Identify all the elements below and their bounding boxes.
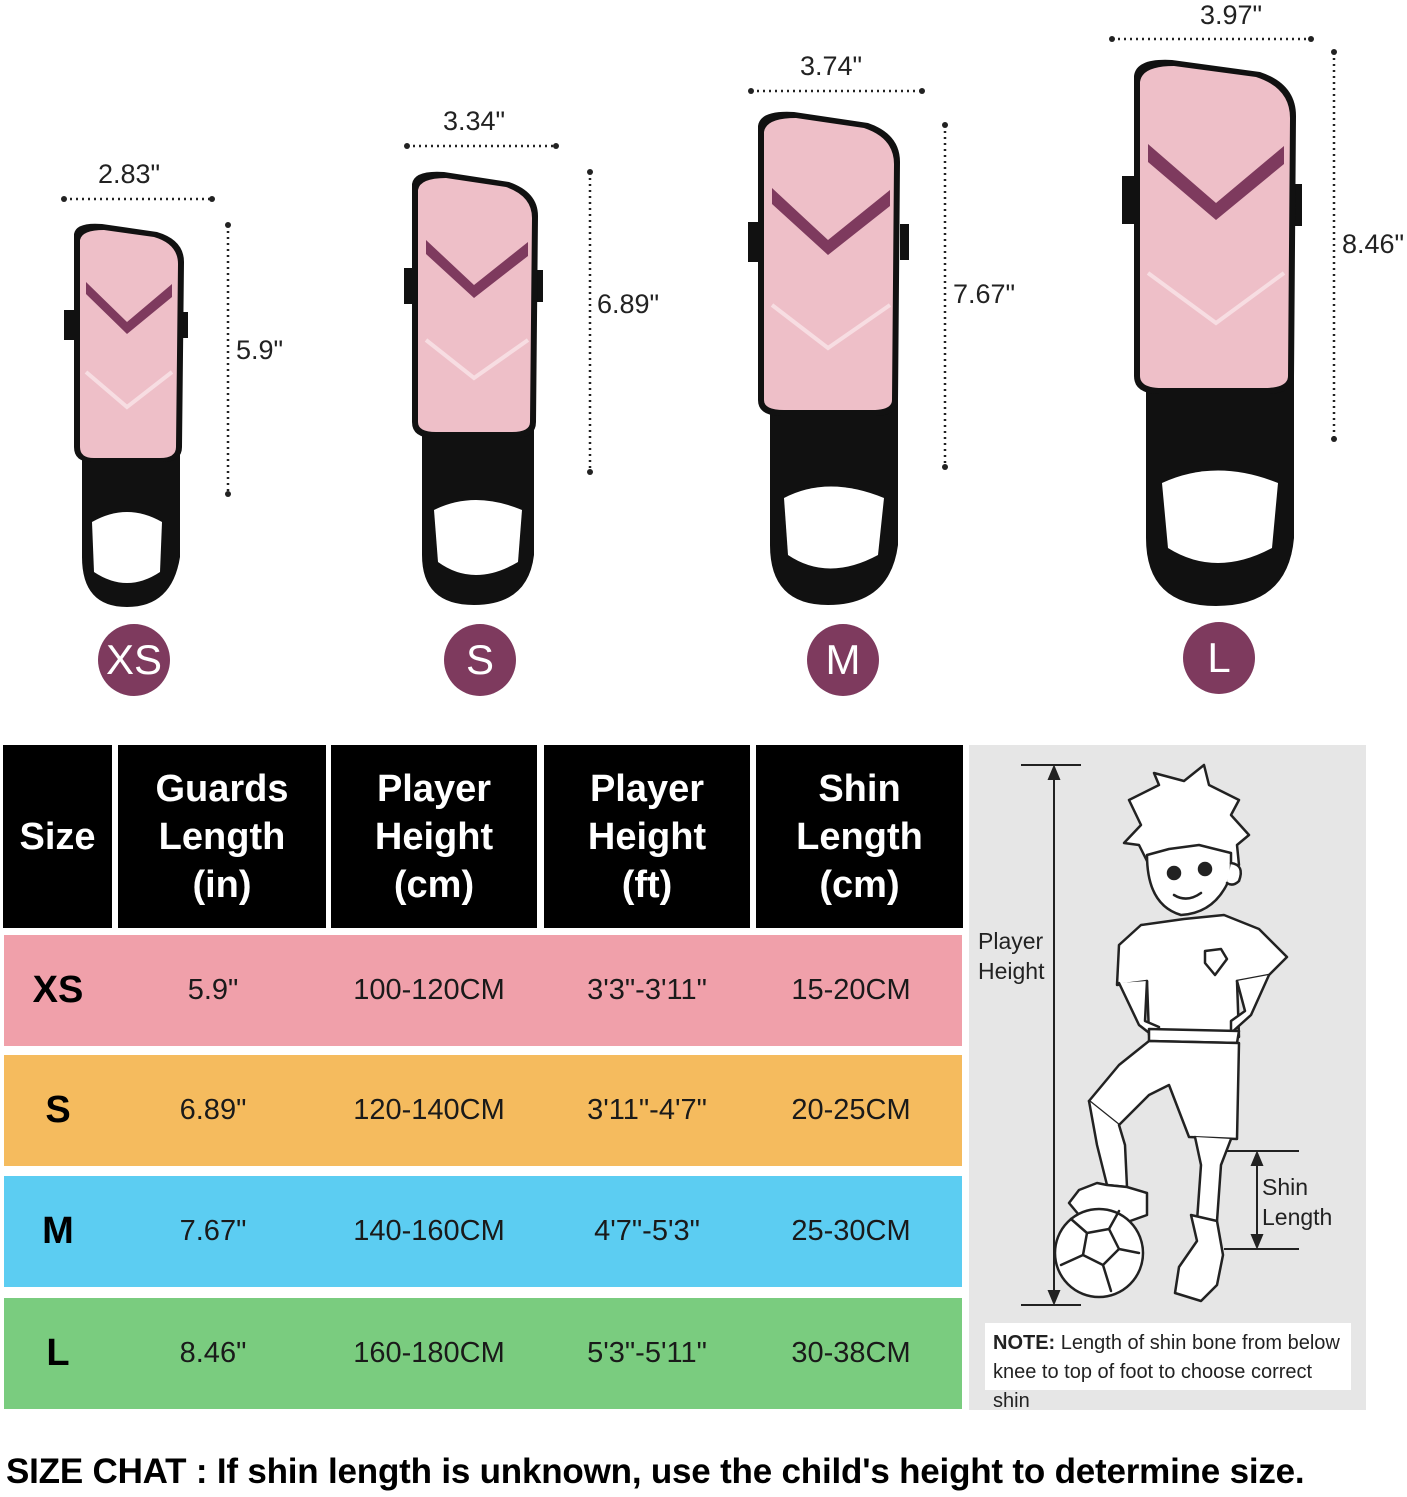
row-size: M (42, 1210, 74, 1252)
boy-with-ball-illustration (1021, 763, 1299, 1306)
row-height-ft: 4'7"-5'3" (594, 1215, 700, 1247)
xs-length-label: 5.9" (236, 335, 284, 365)
m-width-label: 3.74" (800, 51, 863, 81)
header-guards-length: Guards Length (in) (118, 745, 326, 928)
row-height-ft: 5'3"-5'11" (587, 1337, 707, 1369)
xs-width-label: 2.83" (98, 159, 161, 189)
dimension-lines (61, 36, 1337, 497)
guard-m (748, 110, 909, 615)
row-height-ft: 3'11"-4'7" (587, 1094, 707, 1126)
shin-guard-m-image (748, 111, 909, 605)
row-guard-length: 5.9" (187, 974, 239, 1006)
row-size: XS (32, 969, 84, 1011)
row-size: S (45, 1089, 71, 1131)
header-player-height-ft: Player Height (ft) (544, 745, 750, 928)
row-height-cm: 140-160CM (353, 1215, 505, 1247)
shin-guard-s-image (404, 171, 543, 605)
row-shin-length: 25-30CM (791, 1215, 911, 1247)
player-height-label: Player Height (978, 928, 1045, 984)
note-bold-label: NOTE: (993, 1332, 1056, 1354)
row-height-cm: 100-120CM (353, 974, 505, 1006)
row-guard-length: 7.67" (179, 1215, 247, 1247)
size-badge-s: S (444, 624, 516, 696)
row-guard-length: 8.46" (179, 1337, 247, 1369)
l-width-label: 3.97" (1200, 0, 1263, 30)
row-shin-length: 15-20CM (791, 974, 911, 1006)
l-length-label: 8.46" (1342, 229, 1405, 259)
size-badge-l: L (1183, 622, 1255, 694)
shin-guard-l-image (1122, 59, 1302, 606)
row-height-cm: 160-180CM (353, 1337, 505, 1369)
guard-xs (62, 222, 192, 617)
note-box: NOTE: Length of shin bone from below kne… (985, 1323, 1351, 1412)
s-width-label: 3.34" (443, 106, 506, 136)
shin-length-label: Shin Length (1262, 1174, 1333, 1230)
row-shin-length: 20-25CM (791, 1094, 911, 1126)
table-row-m: M 7.67" 140-160CM 4'7"-5'3" 25-30CM (4, 1176, 962, 1287)
header-player-height-cm: Player Height (cm) (331, 745, 537, 928)
table-row-l: L 8.46" 160-180CM 5'3"-5'11" 30-38CM (4, 1298, 962, 1409)
shin-guard-xs-image (64, 223, 188, 607)
guard-l (1112, 58, 1304, 615)
row-shin-length: 30-38CM (791, 1337, 911, 1369)
row-size: L (46, 1332, 70, 1374)
size-badge-xs: XS (98, 624, 170, 696)
header-size: Size (3, 745, 112, 928)
size-chart-footer: SIZE CHAT : If shin length is unknown, u… (6, 1452, 1305, 1491)
guard-s (404, 170, 544, 615)
table-row-s: S 6.89" 120-140CM 3'11"-4'7" 20-25CM (4, 1055, 962, 1166)
row-height-cm: 120-140CM (353, 1094, 505, 1126)
row-guard-length: 6.89" (179, 1094, 247, 1126)
table-row-xs: XS 5.9" 100-120CM 3'3"-3'11" 15-20CM (4, 935, 962, 1046)
row-height-ft: 3'3"-3'11" (587, 974, 707, 1006)
m-length-label: 7.67" (953, 279, 1016, 309)
header-shin-length: Shin Length (cm) (756, 745, 963, 928)
s-length-label: 6.89" (597, 289, 660, 319)
note-text: Length of shin bone from below knee to t… (993, 1332, 1340, 1412)
size-badge-m: M (807, 624, 879, 696)
